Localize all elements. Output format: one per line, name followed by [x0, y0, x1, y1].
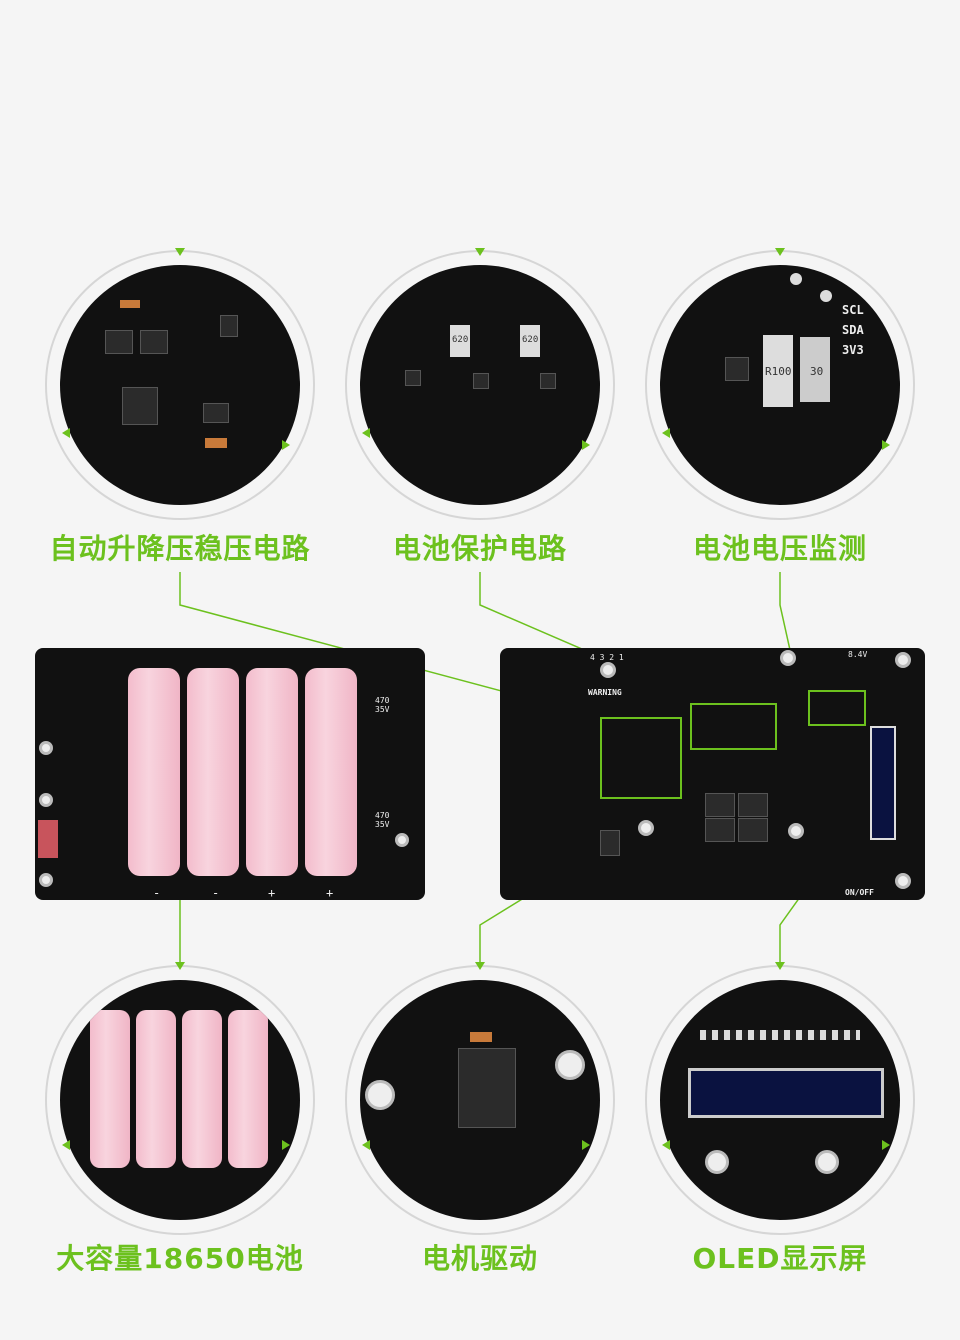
marker-right — [282, 1140, 290, 1150]
battery-cell — [187, 668, 239, 876]
resistor-label-620b: 620 — [522, 335, 539, 345]
oled-screen — [870, 726, 896, 840]
silk-plus-b: + — [326, 886, 334, 900]
highlight-voltage-monitor — [808, 690, 866, 726]
board-battery-side: 470 35V 470 35V - - + + — [35, 648, 425, 900]
battery-cell — [128, 668, 180, 876]
silk-warning: WARNING — [588, 688, 622, 697]
marker-right — [882, 1140, 890, 1150]
marker-right — [582, 1140, 590, 1150]
marker-top — [475, 248, 485, 256]
zoom-motor-driver — [360, 980, 600, 1220]
zoom-oled-display — [660, 980, 900, 1220]
marker-left — [662, 1140, 670, 1150]
zoom-battery-voltage-monitor: R100 30 SCL SDA 3V3 — [660, 265, 900, 505]
label-motor-driver: 电机驱动 — [421, 1242, 538, 1275]
battery-cell — [246, 668, 298, 876]
marker-top — [175, 962, 185, 970]
battery-cell — [305, 668, 357, 876]
marker-left — [662, 428, 670, 438]
marker-right — [882, 440, 890, 450]
label-oled-display: OLED显示屏 — [692, 1242, 868, 1275]
highlight-battery-protection — [690, 703, 777, 750]
label-boost-regulator: 自动升降压稳压电路 — [49, 532, 311, 565]
silk-onoff: ON/OFF — [845, 888, 874, 897]
power-connector — [38, 820, 58, 858]
cap-label-a: 470 35V — [375, 696, 390, 714]
marker-top — [775, 962, 785, 970]
marker-right — [582, 440, 590, 450]
cap-label-b: 470 35V — [375, 811, 390, 829]
resistor-label-30: 30 — [810, 365, 824, 378]
silk-warning-nums: 4 3 2 1 — [590, 653, 624, 662]
marker-right — [282, 440, 290, 450]
marker-top — [175, 248, 185, 256]
label-battery-protection: 电池保护电路 — [392, 532, 567, 565]
marker-top — [475, 962, 485, 970]
zoom-boost-regulator — [60, 265, 300, 505]
silk-sda: SDA — [842, 323, 864, 337]
label-battery-capacity: 大容量18650电池 — [56, 1242, 304, 1275]
marker-left — [62, 1140, 70, 1150]
resistor-label-620a: 620 — [452, 335, 469, 345]
marker-left — [62, 428, 70, 438]
silk-3v3: 3V3 — [842, 343, 864, 357]
silk-scl: SCL — [842, 303, 864, 317]
silk-plus-a: + — [268, 886, 276, 900]
zoom-battery-capacity — [60, 980, 300, 1220]
marker-top — [775, 248, 785, 256]
silk-minus-b: - — [212, 886, 220, 900]
label-battery-voltage-monitor: 电池电压监测 — [692, 532, 867, 565]
marker-left — [362, 428, 370, 438]
zoom-battery-protection: 620 620 — [360, 265, 600, 505]
marker-left — [362, 1140, 370, 1150]
silk-8v4: 8.4V — [848, 650, 868, 659]
board-circuit-side: 4 3 2 1 WARNING 8.4V ON/OFF — [500, 648, 925, 900]
resistor-label-r100: R100 — [765, 365, 792, 378]
silk-minus-a: - — [153, 886, 161, 900]
highlight-boost-regulator — [600, 717, 682, 799]
